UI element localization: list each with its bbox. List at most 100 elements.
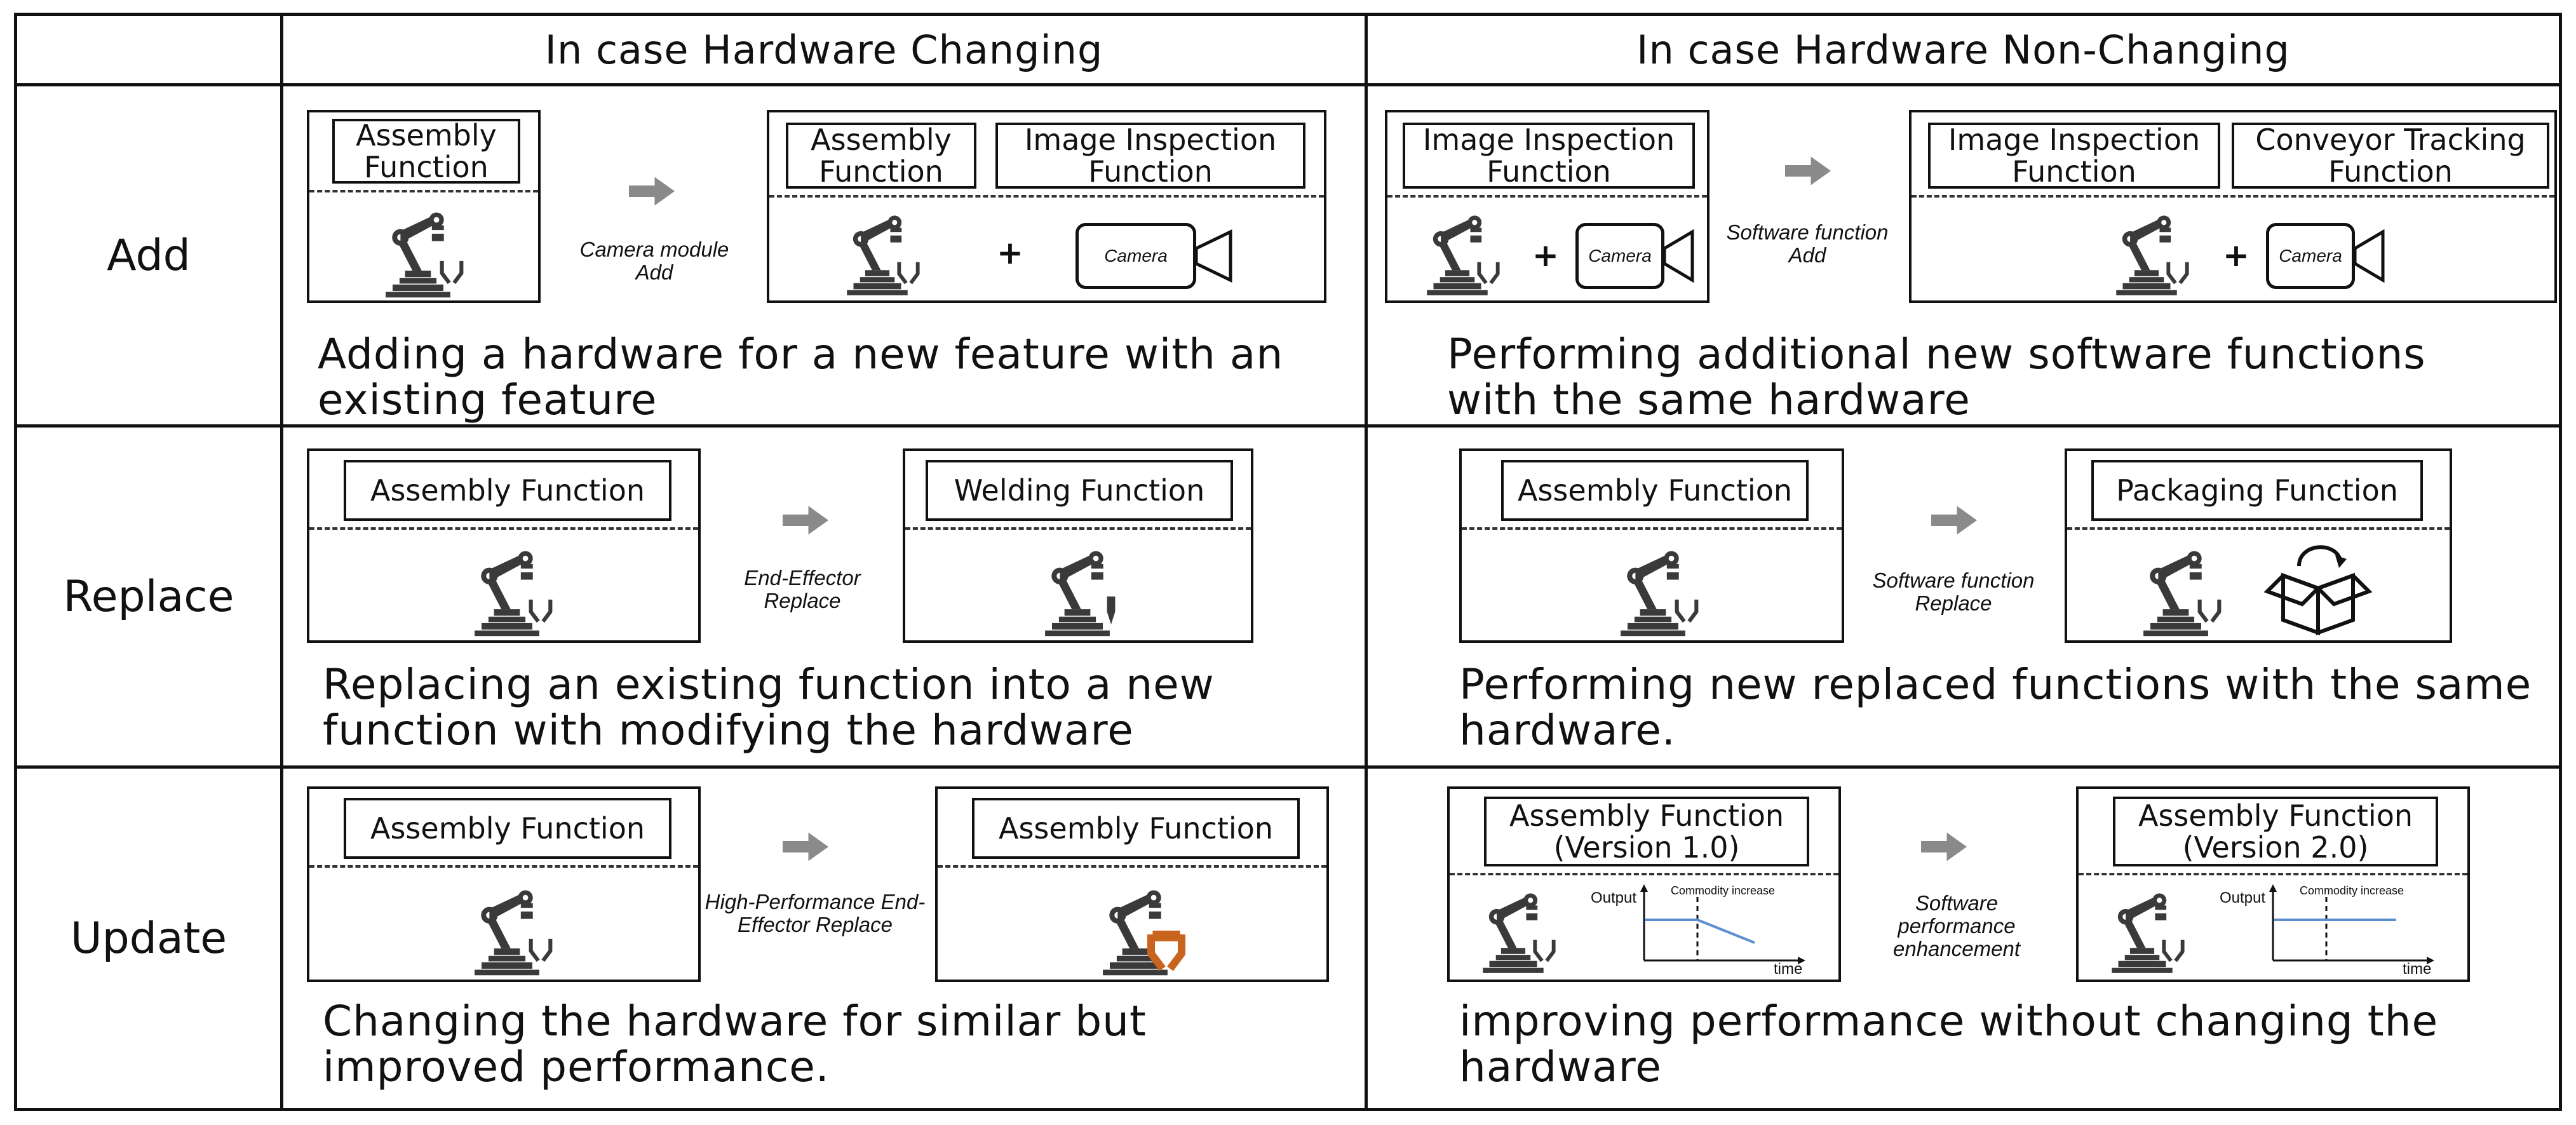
robot-arm-icon [459,879,555,981]
performance-chart-v1 [1640,884,1805,964]
panel-divider [905,527,1251,530]
add-hw-before-panel: Assembly Function [307,110,541,303]
chart-time-label: time [2403,960,2432,978]
fbox-label: Assembly Function [356,118,497,184]
panel-divider [309,865,698,868]
update-hw-after-panel: Assembly Function [935,786,1329,982]
gripper-icon [1474,260,1503,288]
gripper-icon [436,259,467,288]
gripper-icon [525,597,556,626]
camera-lens [1194,229,1232,283]
robot-arm-icon [2128,540,2223,642]
replace-sw-after-packaging: Packaging Function [2091,460,2423,521]
add-sw-after-inspection: Image Inspection Function [1928,123,2220,189]
arrow-icon [783,506,828,535]
update-sw-before-assembly-v1: Assembly Function (Version 1.0) [1484,797,1809,866]
camera-body: Camera [2266,223,2355,289]
camera-body: Camera [1076,223,1196,289]
performance-chart-v2 [2269,884,2434,964]
fbox-label: Welding Function [954,473,1205,508]
update-hw-description: Changing the hardware for similar but im… [323,997,1147,1091]
arrow-icon [1921,832,1967,861]
panel-divider [938,865,1326,868]
package-box-icon [2264,537,2372,639]
grid-col1 [280,13,283,1111]
chart-time-label: time [1774,960,1803,978]
robot-arm-icon [459,540,555,642]
grid-top [14,13,2562,16]
fbox-label: Assembly Function [370,811,645,845]
panel-divider [309,190,538,192]
update-sw-after-panel: Assembly Function (Version 2.0) Output C… [2076,786,2470,982]
update-hw-arrow-label: High-Performance End-Effector Replace [705,890,926,936]
chart-output-label: Output [2220,889,2266,906]
fbox-label: Packaging Function [2116,473,2398,508]
replace-hw-description: Replacing an existing function into a ne… [323,660,1215,755]
robot-arm-icon [370,201,466,303]
arrow-icon [629,177,675,206]
row-label-add: Add [107,230,191,281]
arrow-icon [1931,506,1977,535]
fbox-label: Image Inspection Function [1024,123,1277,189]
grid-left [14,13,17,1111]
grid-col2 [1365,13,1368,1111]
update-hw-after-assembly: Assembly Function [972,798,1300,859]
gripper-icon [1530,938,1559,966]
replace-sw-before-assembly: Assembly Function [1501,460,1809,521]
camera-lens [2353,229,2385,283]
fbox-label: Conveyor Tracking Function [2255,123,2526,189]
gripper-icon [894,260,923,288]
update-sw-description: improving performance without changing t… [1459,997,2439,1091]
header-hw-changing: In case Hardware Changing [544,26,1103,73]
replace-hw-before-panel: Assembly Function [307,448,701,643]
gripper-icon [1671,597,1702,626]
arrow-icon [1785,156,1831,185]
row-label-update: Update [70,913,227,964]
gripper-icon [2163,260,2192,288]
panel-divider [1450,873,1838,875]
update-hw-before-panel: Assembly Function [307,786,701,982]
grid-header-bottom [14,83,2562,86]
fbox-label: Assembly Function [999,811,1273,845]
robot-arm-icon [1605,540,1701,642]
row-label-replace: Replace [63,571,234,622]
add-sw-after-conveyor: Conveyor Tracking Function [2232,123,2549,189]
replace-hw-arrow-label: End-Effector Replace [744,566,861,612]
gripper-icon [525,936,556,966]
grid-row1-bottom [14,424,2562,428]
replace-sw-description: Performing new replaced functions with t… [1459,660,2532,755]
fbox-label: Image Inspection Function [1948,123,2201,189]
arrow-icon [783,832,828,861]
panel-divider [2079,873,2467,875]
header-hw-nonchanging: In case Hardware Non-Changing [1636,26,2290,73]
panel-divider [2067,527,2450,530]
replace-sw-before-panel: Assembly Function [1459,448,1844,643]
panel-divider [1387,195,1707,198]
add-sw-before-panel: Image Inspection Function + Camera [1385,110,1709,303]
replace-hw-after-welding: Welding Function [926,460,1233,521]
replace-hw-after-panel: Welding Function [903,448,1253,643]
replace-hw-before-assembly: Assembly Function [344,460,671,521]
chart-note-label: Commodity increase [1671,884,1776,897]
add-hw-arrow-label: Camera module Add [579,238,729,284]
add-hw-before-assembly: Assembly Function [332,119,520,184]
add-hw-description: Adding a hardware for a new feature with… [318,330,1284,424]
add-sw-after-panel: Image Inspection Function Conveyor Track… [1909,110,2557,303]
fbox-label: Assembly Function [370,473,645,508]
panel-divider [1912,195,2554,198]
gripper-icon [2194,597,2225,626]
camera-body: Camera [1575,223,1664,289]
chart-output-label: Output [1591,889,1637,906]
plus-sign: + [997,234,1023,271]
replace-sw-after-panel: Packaging Function [2065,448,2452,643]
add-hw-after-inspection: Image Inspection Function [995,123,1305,189]
panel-divider [309,527,698,530]
panel-divider [1462,527,1842,530]
add-hw-after-panel: Assembly Function Image Inspection Funct… [767,110,1326,303]
grid-right [2559,13,2562,1111]
replace-sw-arrow-label: Software function Replace [1872,569,2035,615]
fbox-label: Assembly Function (Version 2.0) [2138,798,2413,865]
upgraded-gripper-icon [1143,930,1189,977]
fbox-label: Assembly Function (Version 1.0) [1509,798,1784,865]
